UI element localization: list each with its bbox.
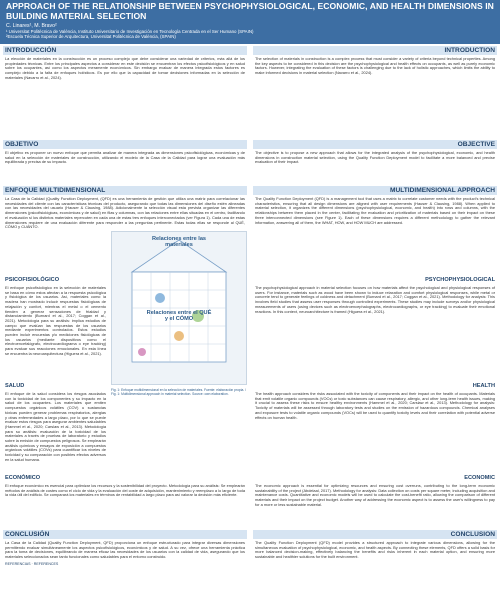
section-introduction: INTRODUCTION The selection of materials …: [253, 46, 497, 76]
heading-enfoque: ENFOQUE MULTIDIMENSIONAL: [3, 186, 247, 195]
heading-objective: OBJECTIVE: [253, 140, 497, 149]
section-enfoque: ENFOQUE MULTIDIMENSIONAL La Casa de la C…: [3, 186, 247, 230]
section-conclusion-en: CONCLUSION The Quality Function Deployme…: [253, 530, 497, 560]
heading-salud: SALUD: [5, 383, 25, 389]
text-psychophysiological: The psychophysiological approach in mate…: [255, 285, 495, 314]
heading-psychophysiological: PSYCHOPHYSIOLOGICAL: [425, 277, 495, 283]
authors: C. Linares¹, M. Bravo²: [6, 23, 57, 29]
section-conclusion: CONCLUSIÓN La Casa de la Calidad (Qualit…: [3, 530, 247, 568]
qfd-figure: Relaciones entre las materiales Relacion…: [111, 231, 247, 385]
affiliation-2: ²Escuela Técnica Superior de Arquitectur…: [6, 34, 176, 40]
section-psychophysiological: PSYCHOPHYSIOLOGICAL The psychophysiologi…: [253, 276, 497, 314]
text-enfoque: La Casa de la Calidad (Quality Function …: [5, 196, 245, 230]
text-health: The health approach considers the risks …: [255, 391, 495, 420]
heading-conclusion: CONCLUSIÓN: [3, 530, 247, 539]
heading-introduccion: INTRODUCCIÓN: [3, 46, 247, 55]
affiliation-1: ¹ Universitat Politècnica de València, I…: [6, 29, 254, 34]
references: REFERENCIAS · REFERENCES: [5, 561, 59, 566]
heading-objetivo: OBJETIVO: [3, 140, 247, 149]
heading-economico: ECONÓMICO: [5, 475, 41, 481]
text-introduccion: La elección de materiales en la construc…: [5, 56, 245, 80]
figure-label-bottom: Relaciones entre el QUÉ y el CÓMO: [146, 310, 212, 322]
text-objective: The objective is to propose a new approa…: [255, 150, 495, 165]
column-spanish: INTRODUCCIÓN La elección de materiales e…: [0, 44, 250, 600]
column-english: INTRODUCTION The selection of materials …: [250, 44, 500, 600]
heading-psicofisiologico: PSICOFISIOLÓGICO: [5, 277, 60, 283]
poster-title: APPROACH OF THE RELATIONSHIP BETWEEN PSY…: [6, 1, 494, 21]
section-objetivo: OBJETIVO El objetivo es proponer un nuev…: [3, 140, 247, 165]
figure-label-top: Relaciones entre las materiales: [151, 236, 207, 248]
house-of-quality-diagram: [130, 239, 228, 363]
text-objetivo: El objetivo es proponer un nuevo enfoque…: [5, 150, 245, 165]
text-conclusion: La Casa de la Calidad (Quality Function …: [5, 540, 245, 560]
section-objective: OBJECTIVE The objective is to propose a …: [253, 140, 497, 165]
section-introduccion: INTRODUCCIÓN La elección de materiales e…: [3, 46, 247, 81]
section-health: HEALTH The health approach considers the…: [253, 382, 497, 420]
section-multidimensional: MULTIDIMENSIONAL APPROACH The Quality Fu…: [253, 186, 497, 225]
heading-introduction: INTRODUCTION: [253, 46, 497, 55]
heading-conclusion-en: CONCLUSION: [253, 530, 497, 539]
text-economic: The economic approach is essential for o…: [255, 483, 495, 507]
text-salud: El enfoque de la salud considera los rie…: [5, 391, 106, 462]
poster-header: APPROACH OF THE RELATIONSHIP BETWEEN PSY…: [0, 0, 500, 44]
section-salud: SALUD El enfoque de la salud considera l…: [3, 382, 108, 463]
section-economico: ECONÓMICO El enfoque económico es esenci…: [3, 474, 247, 498]
heading-multidimensional: MULTIDIMENSIONAL APPROACH: [253, 186, 497, 195]
figure-caption: Fig. 1: Enfoque multidimensional en la s…: [111, 388, 247, 396]
heading-health: HEALTH: [472, 383, 495, 389]
text-economico: El enfoque económico es esencial para op…: [5, 483, 245, 498]
text-conclusion-en: The Quality Function Deployment (QFD) mo…: [255, 540, 495, 560]
section-economic: ECONOMIC The economic approach is essent…: [253, 474, 497, 508]
text-multidimensional: The Quality Function Deployment (QFD) is…: [255, 196, 495, 225]
heading-economic: ECONOMIC: [464, 475, 495, 481]
text-psicofisiologico: El enfoque psicofisiológico en la selecc…: [5, 285, 106, 356]
section-psicofisiologico: PSICOFISIOLÓGICO El enfoque psicofisioló…: [3, 276, 108, 357]
text-introduction: The selection of materials in constructi…: [255, 56, 495, 76]
